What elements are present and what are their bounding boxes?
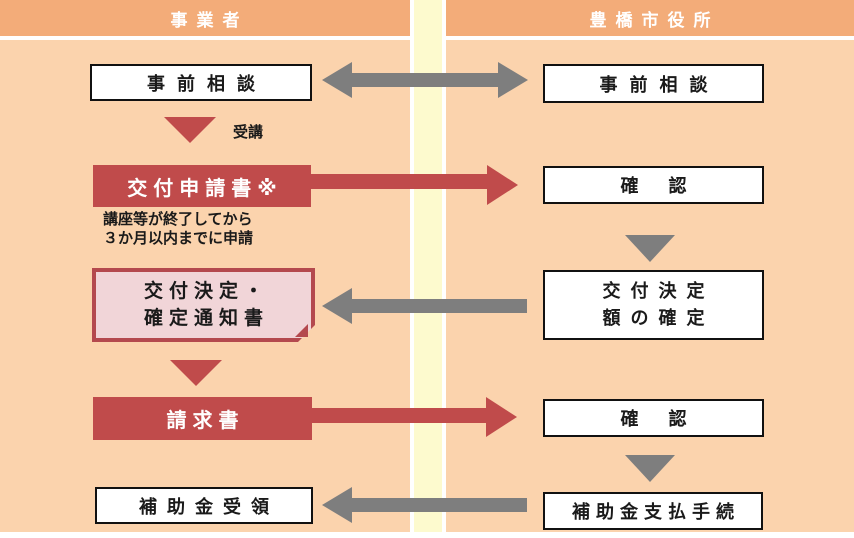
arrowhead-right-icon	[487, 165, 518, 205]
attend-label: 受講	[233, 123, 264, 141]
box-invoice: 請求書	[93, 397, 312, 440]
arrowhead-right-icon	[498, 62, 528, 98]
arrow-shaft	[348, 498, 527, 512]
arrow-shaft	[300, 174, 490, 189]
folded-corner-flap-icon	[295, 324, 308, 337]
box-pre-consult-left: 事前相談	[90, 64, 312, 101]
box-subsidy-receipt: 補助金受領	[95, 487, 313, 524]
arrowhead-right-icon	[486, 397, 517, 437]
arrow-down-gray-icon	[625, 455, 675, 482]
box-grant-application: 交付申請書※	[93, 165, 311, 207]
box-grant-decision-line2: 額の確定	[602, 308, 715, 329]
application-note-line2: ３か月以内までに申請	[103, 229, 254, 247]
arrow-shaft	[348, 299, 527, 313]
box-payment-procedure-label: 補助金支払手続	[572, 502, 740, 523]
arrow-shaft	[348, 73, 502, 87]
box-decision-notice: 交付決定・ 確定通知書	[92, 268, 315, 342]
box-pre-consult-left-label: 事前相談	[147, 73, 267, 95]
arrow-down-gray-icon	[625, 235, 675, 262]
arrow-double-horizontal-icon	[322, 62, 528, 98]
arrow-right-red-icon	[300, 165, 518, 205]
box-grant-decision: 交付決定 額の確定	[543, 270, 764, 340]
arrowhead-left-icon	[322, 487, 352, 523]
box-pre-consult-right-label: 事前相談	[599, 74, 720, 96]
application-note-line1: 講座等が終了してから	[103, 210, 253, 228]
application-note: 講座等が終了してから ３か月以内までに申請	[103, 210, 253, 248]
box-grant-decision-line1: 交付決定	[602, 281, 715, 302]
box-decision-notice-line2: 確定通知書	[143, 307, 269, 329]
box-decision-notice-line1: 交付決定・	[143, 280, 269, 302]
center-divider-stripe	[414, 0, 442, 532]
box-subsidy-receipt-label: 補助金受領	[139, 496, 279, 518]
box-grant-application-label: 交付申請書※	[127, 175, 283, 200]
arrowhead-left-icon	[322, 288, 352, 324]
box-confirm-2: 確 認	[543, 399, 764, 437]
box-confirm-1: 確 認	[543, 166, 764, 204]
arrow-left-gray-icon	[322, 487, 527, 523]
box-payment-procedure: 補助金支払手続	[543, 492, 763, 530]
header-city-hall: 豊橋市役所	[446, 0, 854, 36]
box-confirm-1-label: 確 認	[620, 176, 693, 197]
arrow-shaft	[300, 408, 489, 423]
box-confirm-2-label: 確 認	[620, 409, 693, 430]
arrowhead-left-icon	[322, 62, 352, 98]
box-pre-consult-right: 事前相談	[543, 64, 764, 103]
arrow-down-red-icon	[170, 360, 222, 386]
header-business-operator: 事業者	[0, 0, 410, 36]
arrow-left-gray-icon	[322, 288, 527, 324]
arrow-right-red-icon	[300, 397, 517, 437]
box-invoice-label: 請求書	[166, 408, 245, 432]
arrow-down-red-icon	[164, 117, 216, 143]
